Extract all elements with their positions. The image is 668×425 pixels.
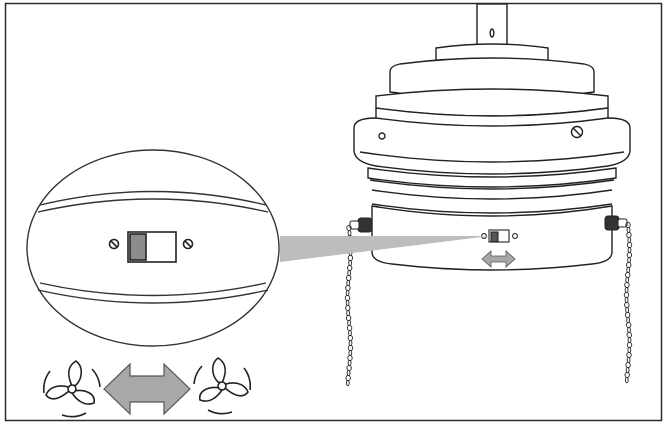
chain-link: [346, 364, 352, 372]
chain-link: [627, 346, 632, 354]
chain-link: [625, 361, 631, 369]
chain-link: [625, 276, 630, 284]
chain-link: [626, 226, 631, 234]
magnifier-beam: [280, 236, 490, 262]
chain-link: [625, 366, 630, 374]
housing-lower-bands: [367, 167, 617, 214]
chain-link: [626, 251, 633, 259]
chain-link: [626, 331, 632, 339]
chain-link: [348, 259, 353, 267]
chain-link: [346, 369, 351, 377]
figure-frame: [4, 2, 663, 422]
chain-link: [625, 321, 632, 329]
pull-chain-socket-left: [349, 217, 373, 233]
chain-link: [347, 254, 354, 262]
chain-link: [347, 359, 352, 367]
chain-link: [626, 316, 630, 324]
chain-link: [623, 291, 630, 299]
downrod: [476, 3, 508, 49]
chain-link: [626, 261, 632, 269]
chain-link: [624, 311, 631, 319]
screw-icon: [108, 238, 120, 250]
chain-link: [344, 294, 351, 302]
chain-link: [345, 374, 351, 382]
chain-link: [627, 326, 631, 334]
chain-link: [624, 371, 630, 379]
chain-link: [346, 309, 351, 317]
chain-link: [347, 344, 354, 352]
chain-link: [347, 354, 353, 362]
chain-link: [345, 289, 350, 297]
chain-link: [624, 281, 630, 289]
chain-link: [626, 266, 631, 274]
chain-link: [347, 264, 353, 272]
fan-blade-counterclockwise-icon: [42, 360, 101, 418]
chain-link: [624, 286, 629, 294]
chain-link: [345, 304, 351, 312]
fan-motor-housing: [353, 3, 631, 271]
chain-link: [626, 241, 633, 249]
chain-link: [626, 231, 632, 239]
chain-link: [348, 329, 352, 337]
chain-link: [625, 271, 631, 279]
pull-chain-socket-right: [604, 215, 628, 231]
chain-link: [347, 334, 353, 342]
direction-arrow-small: [481, 250, 516, 268]
chain-link: [627, 246, 632, 254]
chain-link: [348, 349, 353, 357]
chain-link: [626, 341, 633, 349]
direction-arrow-large-icon: [103, 362, 191, 416]
chain-link: [625, 306, 629, 314]
screw-icon: [182, 238, 194, 250]
chain-link: [346, 279, 351, 287]
chain-link: [345, 379, 350, 387]
chain-link: [624, 376, 629, 384]
chain-link: [345, 299, 350, 307]
chain-link: [624, 296, 629, 304]
chain-link: [348, 339, 353, 347]
fan-blade-clockwise-icon: [193, 357, 252, 415]
chain-link: [624, 301, 630, 309]
chain-link: [626, 356, 631, 364]
reverse-switch-magnified: [108, 231, 194, 263]
chain-link: [347, 229, 352, 237]
chain-link: [345, 314, 352, 322]
chain-link: [627, 256, 631, 264]
chain-link: [345, 284, 351, 292]
chain-link: [627, 236, 632, 244]
magnified-view-bubble: [26, 149, 280, 347]
pull-chain-right: [623, 221, 633, 384]
chain-link: [346, 324, 353, 332]
chain-link: [347, 319, 352, 327]
chain-link: [626, 351, 632, 359]
chain-link: [347, 269, 352, 277]
chain-link: [346, 274, 352, 282]
housing-upper-tier: [375, 57, 609, 117]
chain-link: [627, 336, 632, 344]
housing-middle-body: [353, 107, 631, 175]
